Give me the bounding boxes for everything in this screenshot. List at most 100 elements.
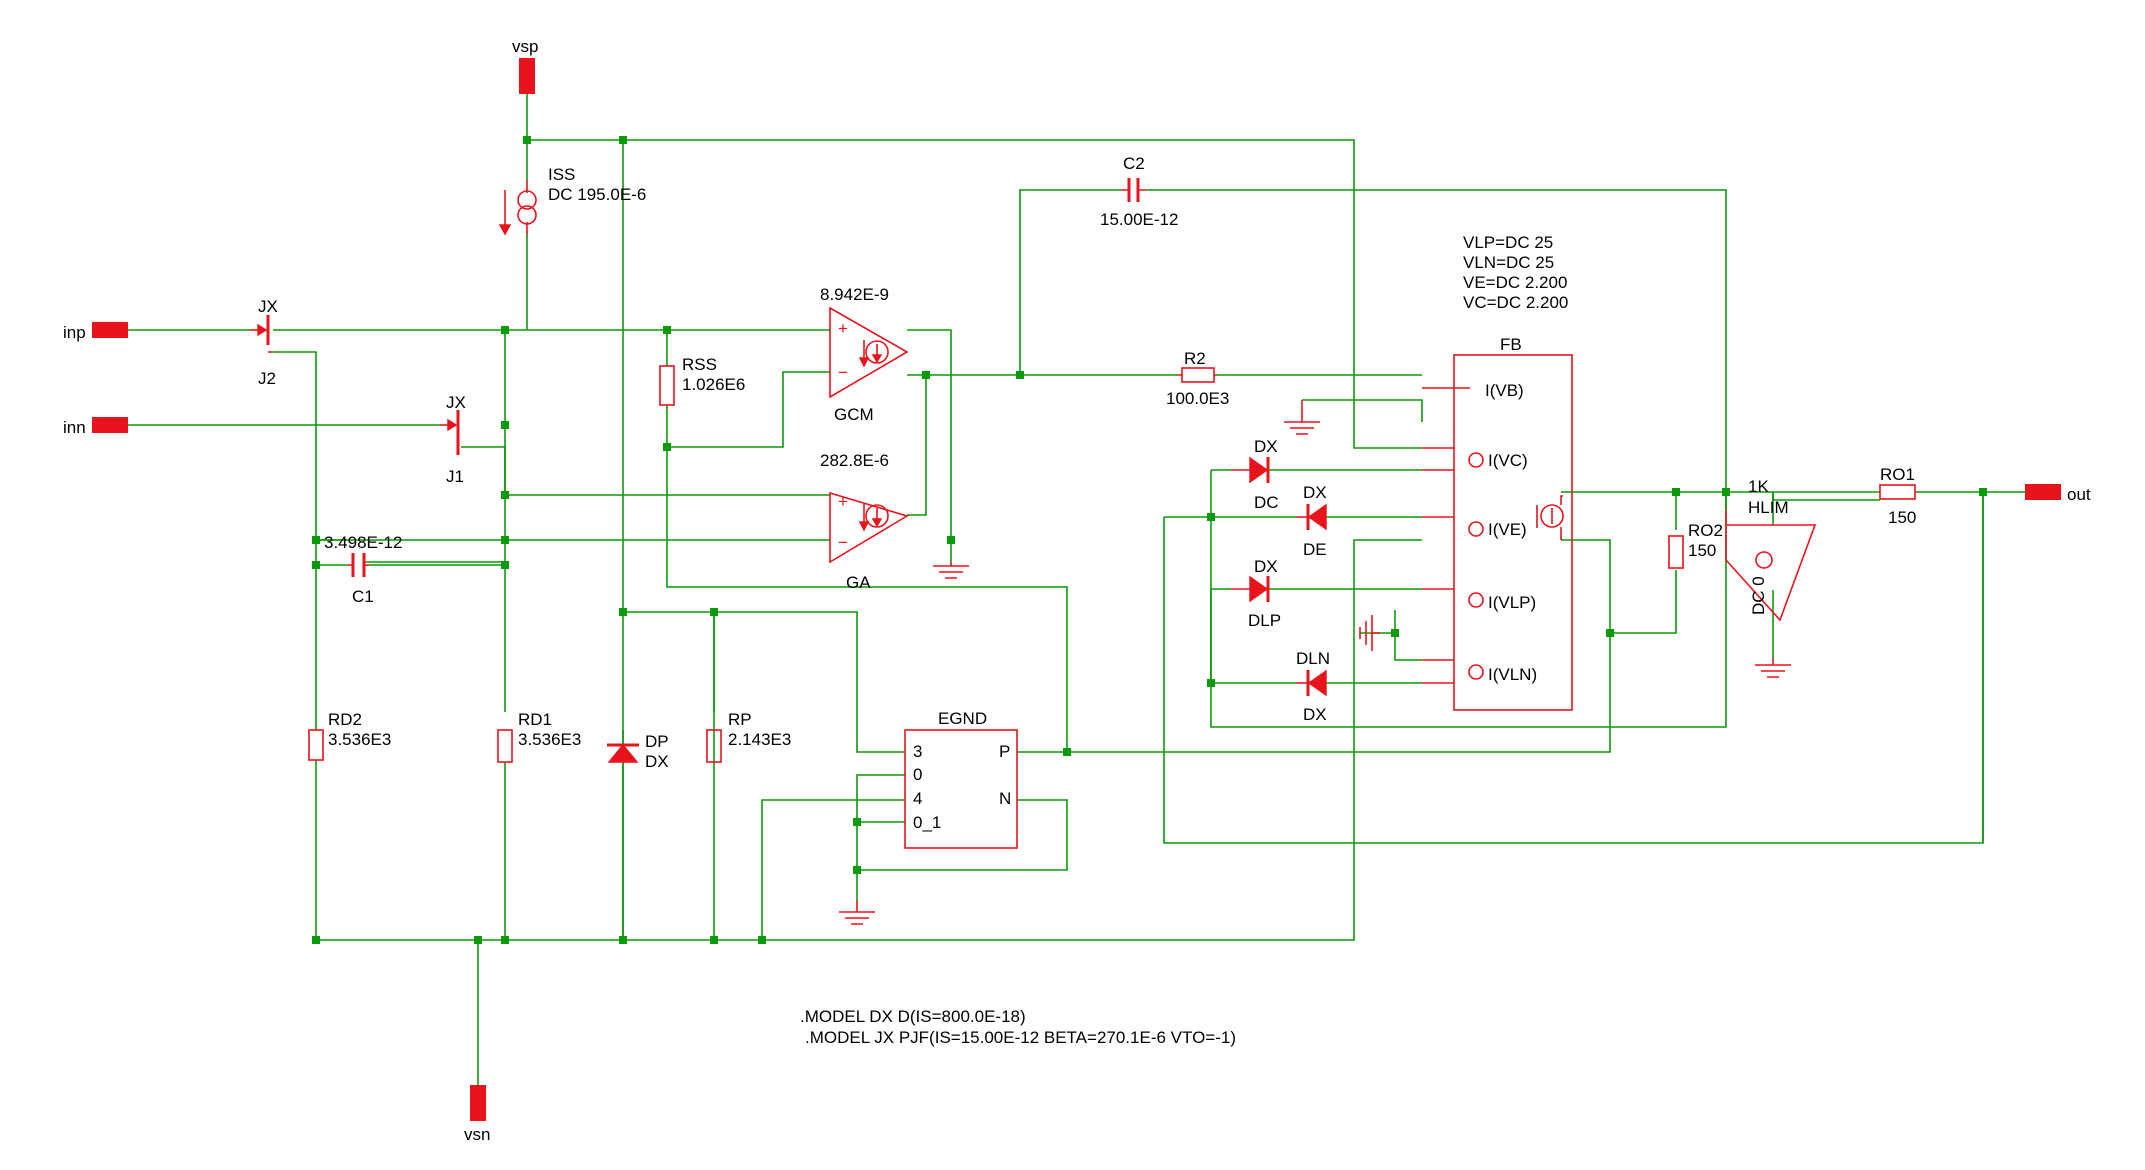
rss-value: 1.026E6 [682,375,745,394]
r2-resistor[interactable]: R2 100.0E3 [1166,349,1229,408]
ro2-ref: RO2 [1688,521,1723,540]
hlim-value: 1K [1748,477,1769,496]
port-label: vsp [512,37,538,56]
ro2-resistor[interactable]: RO2 150 [1668,521,1723,569]
dc-diode[interactable]: DX DC [1231,437,1279,512]
fb-pin-vc: I(VC) [1488,451,1528,470]
j1-ref: J1 [446,467,464,486]
r2-ref: R2 [1184,349,1206,368]
junction-dot [501,936,509,944]
dp-diode[interactable]: DP DX [607,732,669,771]
de-ref: DE [1303,540,1327,559]
c1-ref: C1 [352,587,374,606]
junction-dot [710,936,718,944]
ground-symbol [1359,615,1380,651]
dp-ref: DP [645,732,669,751]
egnd-ref: EGND [938,709,987,728]
j1-jfet[interactable]: JX J1 [440,393,466,486]
fb-param-vc: VC=DC 2.200 [1463,293,1568,312]
rss-resistor[interactable]: RSS 1.026E6 [659,355,745,406]
hlim-ref: HLIM [1748,498,1789,517]
dln-diode[interactable]: DLN DX [1296,649,1330,724]
fb-ref: FB [1500,335,1522,354]
plus-sign: + [838,319,848,338]
fb-param-ve: VE=DC 2.200 [1463,273,1567,292]
junction-dot [1672,488,1680,496]
ro1-resistor[interactable]: RO1 150 [1879,465,1916,527]
hlim-block[interactable]: 1K HLIM DC 0 [1725,477,1817,622]
junction-dot [1207,679,1215,687]
junction-dot [523,136,531,144]
junction-dot [619,936,627,944]
iss-ref: ISS [548,165,575,184]
c1-value: 3.498E-12 [324,533,402,552]
ga-ref: GA [846,573,871,592]
junction-dot [853,866,861,874]
junction-dot [501,326,509,334]
egnd-pin-0: 0 [913,765,922,784]
fb-param-vlp: VLP=DC 25 [1463,233,1553,252]
dlp-diode[interactable]: DX DLP [1231,557,1281,630]
port-vsp[interactable]: vsp [512,37,538,94]
model-directives: .MODEL DX D(IS=800.0E-18) .MODEL JX PJF(… [800,1007,1236,1047]
gcm-value: 8.942E-9 [820,285,889,304]
egnd-pin-0_1: 0_1 [913,813,941,832]
j2-jfet[interactable]: JX J2 [250,297,278,388]
de-diode[interactable]: DX DE [1296,483,1327,559]
j2-model: JX [258,297,278,316]
junction-dot [1722,488,1730,496]
dlp-model: DX [1254,557,1278,576]
iss-current-source[interactable]: ISS DC 195.0E-6 [498,165,646,236]
junction-dot [619,608,627,616]
c2-value: 15.00E-12 [1100,210,1178,229]
rd1-value: 3.536E3 [518,730,581,749]
port-out[interactable]: out [2025,484,2091,504]
junction-dot [1979,488,1987,496]
junction-dot [312,536,320,544]
rp-ref: RP [728,710,752,729]
egnd-block[interactable]: EGND 3 0 4 0_1 P N [904,709,1018,849]
fb-pin-vlp: I(VLP) [1488,593,1536,612]
rp-resistor[interactable]: RP 2.143E3 [706,710,791,763]
minus-sign: − [838,533,848,552]
port-inn[interactable]: inn [63,417,128,437]
ground-symbol [1284,400,1320,435]
rd1-resistor[interactable]: RD1 3.536E3 [497,710,581,763]
rd2-ref: RD2 [328,710,362,729]
ga-vccs[interactable]: + − 282.8E-6 GA [820,451,909,592]
de-model: DX [1303,483,1327,502]
rd2-value: 3.536E3 [328,730,391,749]
j2-ref: J2 [258,369,276,388]
port-inp[interactable]: inp [63,322,128,342]
junction-dot [663,326,671,334]
ground-symbol [1755,658,1791,678]
fb-pin-vln: I(VLN) [1488,665,1537,684]
junction-dot [474,936,482,944]
junction-dot [501,536,509,544]
model-jx: .MODEL JX PJF(IS=15.00E-12 BETA=270.1E-6… [805,1028,1236,1047]
rss-ref: RSS [682,355,717,374]
dln-model: DX [1303,705,1327,724]
fb-param-vln: VLN=DC 25 [1463,253,1554,272]
junction-dot [1606,629,1614,637]
junction-dot [619,136,627,144]
ro1-ref: RO1 [1880,465,1915,484]
port-vsn[interactable]: vsn [464,1085,490,1144]
port-label: inp [63,323,86,342]
ground-symbol [933,562,969,579]
dp-model: DX [645,752,669,771]
rd2-resistor[interactable]: RD2 3.536E3 [308,710,391,761]
junction-dot [947,536,955,544]
c1-capacitor[interactable]: 3.498E-12 C1 [324,533,402,606]
wires [128,94,2025,1085]
egnd-pin-3: 3 [913,742,922,761]
gcm-vccs[interactable]: + − 8.942E-9 GCM [820,285,909,424]
fb-pin-vb: I(VB) [1485,381,1524,400]
model-dx: .MODEL DX D(IS=800.0E-18) [800,1007,1026,1026]
r2-value: 100.0E3 [1166,389,1229,408]
junction-dot [501,491,509,499]
j1-model: JX [446,393,466,412]
junction-dot [853,818,861,826]
c2-capacitor[interactable]: C2 15.00E-12 [1100,154,1178,229]
fb-block[interactable]: VLP=DC 25 VLN=DC 25 VE=DC 2.200 VC=DC 2.… [1422,233,1573,711]
